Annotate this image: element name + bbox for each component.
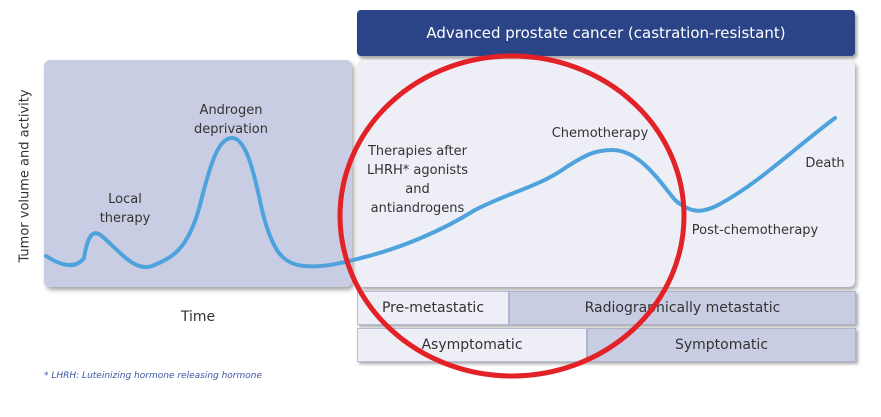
label-therapies-after-line4: antiandrogens: [370, 201, 465, 216]
header-bar: Advanced prostate cancer (castration-res…: [357, 10, 855, 56]
label-therapies-after: Therapies after LHRH* agonists and antia…: [355, 142, 480, 218]
stage-radiographically-metastatic: Radiographically metastatic: [509, 291, 856, 325]
x-axis-label: Time: [160, 309, 236, 325]
label-death: Death: [790, 154, 860, 173]
x-axis-label-text: Time: [180, 309, 216, 325]
header-title: Advanced prostate cancer (castration-res…: [426, 24, 786, 42]
label-death-text: Death: [805, 156, 845, 171]
panel-advanced-stage: [357, 60, 855, 287]
label-chemotherapy: Chemotherapy: [540, 124, 660, 143]
label-androgen-deprivation-line1: Androgen: [199, 103, 263, 118]
label-androgen-deprivation-line2: deprivation: [193, 122, 269, 137]
panel-early-stage: [44, 60, 352, 287]
label-local-therapy-line2: therapy: [99, 211, 151, 226]
label-androgen-deprivation: Androgen deprivation: [186, 101, 276, 139]
label-post-chemotherapy: Post-chemotherapy: [680, 221, 830, 240]
label-post-chemotherapy-text: Post-chemotherapy: [691, 223, 819, 238]
tumor-curve: [44, 116, 837, 270]
symptom-symptomatic-text: Symptomatic: [674, 337, 769, 353]
stage-pre-metastatic-text: Pre-metastatic: [381, 300, 485, 316]
label-chemotherapy-text: Chemotherapy: [551, 126, 649, 141]
label-therapies-after-line1: Therapies after: [367, 144, 467, 159]
label-local-therapy: Local therapy: [90, 190, 160, 228]
label-therapies-after-line2: LHRH* agonists: [366, 163, 469, 178]
highlight-circle: [337, 53, 687, 379]
label-local-therapy-line1: Local: [108, 192, 142, 207]
label-therapies-after-line3: and: [405, 182, 430, 197]
footnote-text: * LHRH: Luteinizing hormone releasing ho…: [44, 371, 263, 381]
footnote: * LHRH: Luteinizing hormone releasing ho…: [44, 371, 262, 381]
stage-radiographically-metastatic-text: Radiographically metastatic: [584, 300, 781, 316]
symptom-asymptomatic-text: Asymptomatic: [421, 337, 523, 353]
symptom-symptomatic: Symptomatic: [587, 328, 856, 362]
